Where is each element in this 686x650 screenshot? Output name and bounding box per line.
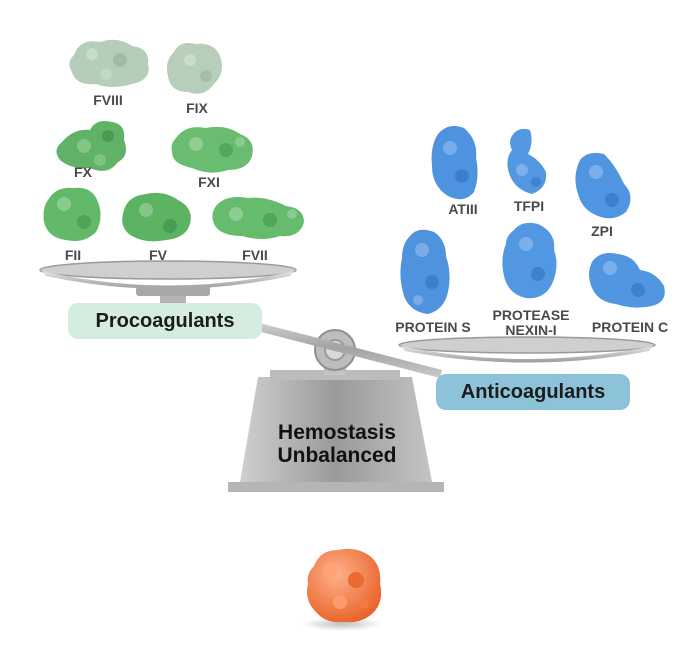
zpi-label: ZPI (591, 223, 613, 239)
fii-protein-icon (43, 187, 101, 241)
fvii-protein-icon (212, 197, 304, 239)
procoagulants-label: Procoagulants (68, 303, 262, 339)
fv-label: FV (149, 247, 167, 263)
anticoagulant-proteins (400, 126, 665, 314)
zpi-protein-icon (575, 152, 631, 219)
fxi-protein-icon (171, 126, 253, 173)
protein-c-label: PROTEIN C (591, 319, 669, 335)
scale-beam (238, 318, 442, 378)
protease-nexin-i-protein-icon (502, 222, 557, 299)
fx-protein-icon (56, 121, 126, 171)
anticoagulants-label: Anticoagulants (436, 374, 630, 410)
protease-nexin-label-line1: PROTEASE (492, 307, 570, 323)
fv-protein-icon (122, 192, 191, 242)
orange-protein-blob-icon (302, 548, 382, 631)
fxi-label: FXI (198, 174, 220, 190)
right-pan (398, 336, 656, 363)
protein-s-label: PROTEIN S (395, 319, 471, 335)
fix-label: FIX (186, 100, 208, 116)
protease-nexin-label-line2: NEXIN-I (505, 322, 557, 338)
fix-protein-icon (166, 43, 222, 94)
procoagulant-proteins (43, 39, 304, 242)
tfpi-protein-icon (507, 128, 547, 194)
protein-c-protein-icon (589, 253, 665, 308)
base-title-line2: Unbalanced (277, 444, 397, 467)
fviii-protein-icon (69, 39, 149, 87)
fviii-label: FVIII (93, 92, 123, 108)
fx-label: FX (74, 164, 92, 180)
atiii-protein-icon (431, 126, 478, 200)
tfpi-label: TFPI (513, 198, 545, 214)
base-title-line1: Hemostasis (278, 421, 396, 444)
protein-s-protein-icon (400, 229, 450, 314)
fvii-label: FVII (242, 247, 268, 263)
fii-label: FII (64, 247, 82, 263)
atiii-label: ATIII (448, 201, 478, 217)
